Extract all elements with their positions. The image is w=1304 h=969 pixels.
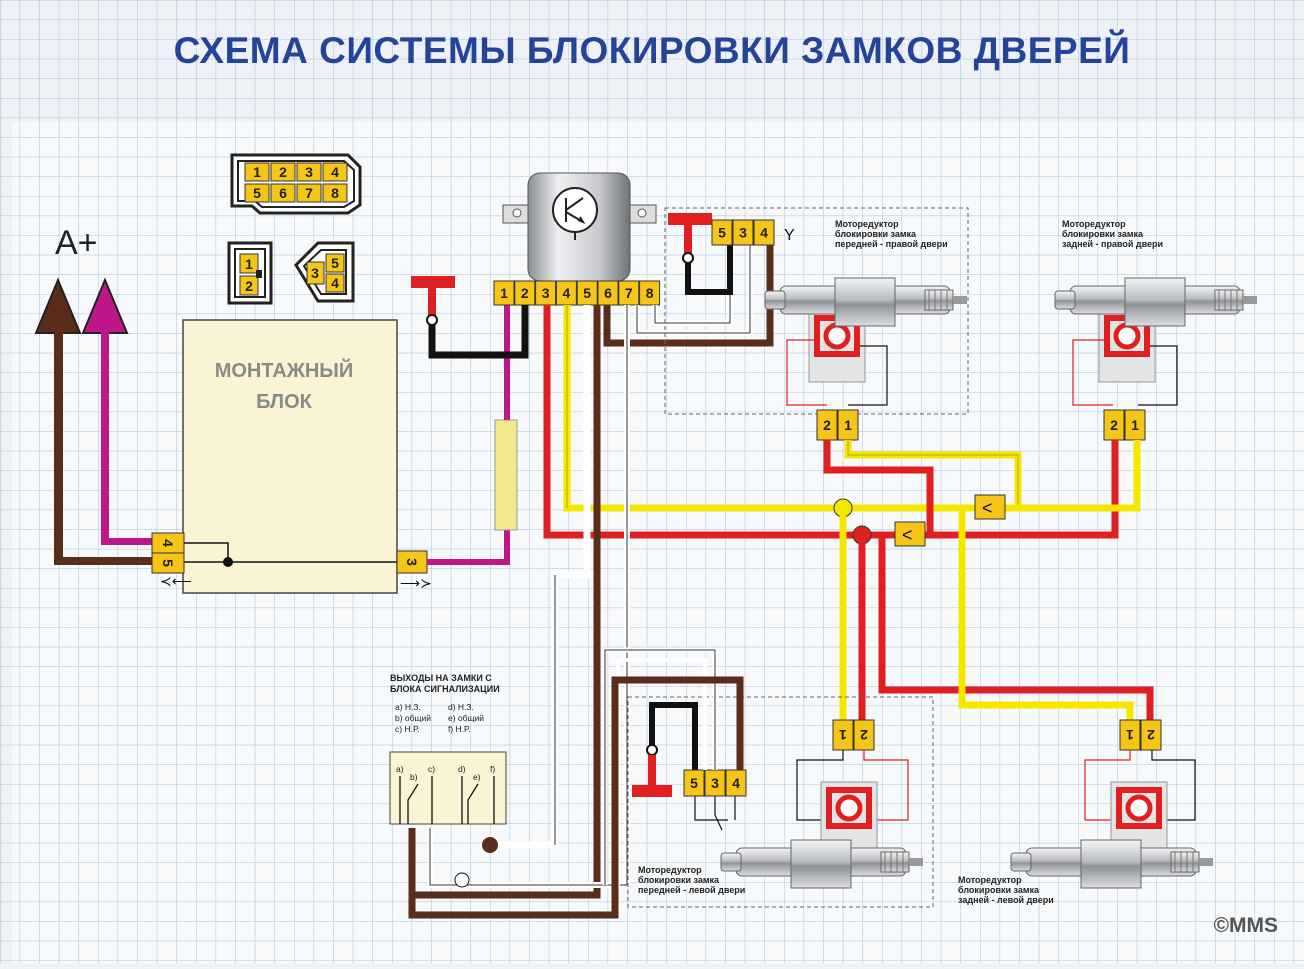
alarm-terminal: b)	[410, 772, 418, 782]
connector2-pin: 1	[245, 256, 253, 272]
relay-pin: 1	[500, 285, 508, 301]
mount-pin-left: 4	[160, 539, 176, 547]
alarm-legend: f) Н.Р.	[448, 724, 470, 734]
relay-pin: 8	[646, 285, 654, 301]
motor-pin: 1	[844, 417, 852, 433]
alarm-title: БЛОКА СИГНАЛИЗАЦИИ	[390, 684, 500, 694]
motor-pin: 1	[1126, 727, 1134, 743]
plug-symbol-icon: ⟶≻	[400, 575, 432, 591]
alarm-terminal: d)	[458, 764, 466, 774]
mount-pin-left: 5	[160, 559, 176, 567]
relay-pin: 4	[563, 285, 571, 301]
relay-pin: 2	[521, 285, 529, 301]
motor-label: задней - правой двери	[1062, 239, 1163, 249]
connector8-pin: 3	[305, 164, 313, 180]
mount-block-line1: МОНТАЖНЫЙ	[215, 358, 354, 382]
alarm-terminal: e)	[473, 772, 481, 782]
connector2-pin: 2	[245, 278, 253, 294]
motor-pin: 1	[1131, 417, 1139, 433]
alarm-terminal: f)	[490, 764, 495, 774]
svg-text:<: <	[902, 525, 913, 545]
motor-pin: 2	[860, 727, 868, 743]
motor-label: блокировки замка	[835, 229, 917, 239]
connector8-pin: 5	[253, 185, 261, 201]
alarm-legend: e) общий	[448, 713, 484, 723]
motor-label: Моторедуктор	[1062, 219, 1126, 229]
page-title: СХЕМА СИСТЕМЫ БЛОКИРОВКИ ЗАМКОВ ДВЕРЕЙ	[0, 30, 1304, 72]
motor-label: блокировки замка	[958, 885, 1040, 895]
relay-pin: 5	[583, 285, 591, 301]
connector8-pin: 8	[331, 185, 339, 201]
connector8-pin: 7	[305, 185, 313, 201]
switch-pin: 4	[760, 225, 768, 241]
switch-pin: 5	[718, 225, 726, 241]
switch-pin: 5	[690, 775, 698, 791]
motor-label: блокировки замка	[638, 875, 720, 885]
alarm-legend: d) Н.З.	[448, 702, 474, 712]
connector8-pin: 6	[279, 185, 287, 201]
motor-label: передней - левой двери	[638, 885, 745, 895]
copyright: ©MMS	[1214, 914, 1278, 938]
relay-pin: 7	[625, 285, 633, 301]
motor-pin: 1	[839, 727, 847, 743]
connector5-pin: 5	[331, 255, 339, 271]
mount-block-line2: БЛОК	[256, 391, 312, 413]
motor-label: Моторедуктор	[638, 865, 702, 875]
alarm-terminal: a)	[396, 764, 404, 774]
supply-label: A+	[55, 224, 98, 262]
relay-pin: 6	[604, 285, 612, 301]
connector-8pin-icon: 1 2 3 4 5 6 7 8	[232, 155, 360, 213]
connector8-pin: 1	[253, 164, 261, 180]
mount-block: МОНТАЖНЫЙ БЛОК 4 5 ≺⟵ 3 ⟶≻	[152, 320, 432, 593]
relay-pin: 3	[542, 285, 550, 301]
alarm-legend: a) Н.З.	[395, 702, 421, 712]
switch-pin: 4	[732, 775, 740, 791]
motor-label: задней - левой двери	[958, 895, 1054, 905]
motor-pin: 2	[1147, 727, 1155, 743]
svg-text:<: <	[982, 498, 993, 518]
antenna-icon: Y	[784, 227, 795, 244]
motor-label: Моторедуктор	[958, 875, 1022, 885]
motor-label: Моторедуктор	[835, 219, 899, 229]
connector8-pin: 2	[279, 164, 287, 180]
connector8-pin: 4	[331, 164, 339, 180]
motor-label: передней - правой двери	[835, 239, 948, 249]
alarm-legend: c) Н.Р.	[395, 724, 419, 734]
alarm-title: ВЫХОДЫ НА ЗАМКИ С	[390, 673, 492, 683]
mount-pin-right: 3	[404, 558, 420, 566]
plug-symbol-icon: ≺⟵	[160, 573, 192, 589]
connector5-pin: 3	[311, 265, 319, 281]
switch-pin: 3	[711, 775, 719, 791]
switch-pin: 3	[739, 225, 747, 241]
connector-2pin-icon: 1 2	[229, 243, 271, 303]
connector5-pin: 4	[331, 275, 339, 291]
alarm-terminal: c)	[428, 764, 435, 774]
motor-pin: 2	[1110, 417, 1118, 433]
motor-label: блокировки замка	[1062, 229, 1144, 239]
alarm-legend: b) общий	[395, 713, 431, 723]
motor-pin: 2	[823, 417, 831, 433]
